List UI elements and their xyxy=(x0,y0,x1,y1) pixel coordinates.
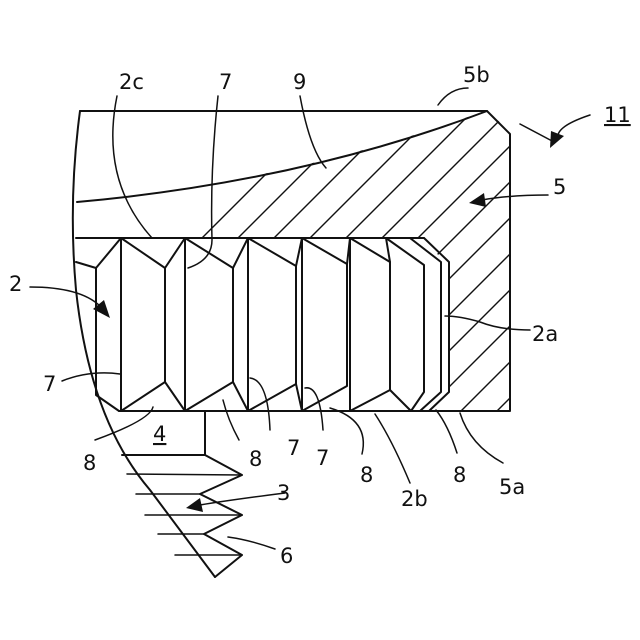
seal-rings xyxy=(76,238,441,411)
label-11: 11 xyxy=(604,103,631,127)
hatch-line xyxy=(124,0,640,640)
hatch-line xyxy=(0,0,440,640)
hatch-line xyxy=(520,0,640,640)
label-2: 2 xyxy=(9,272,22,296)
label-7-mid2: 7 xyxy=(316,446,329,470)
label-6: 6 xyxy=(280,544,293,568)
thread-teeth xyxy=(127,455,242,577)
hatch-line xyxy=(0,0,476,640)
hatch-line xyxy=(0,0,512,640)
label-7-upper: 7 xyxy=(219,70,232,94)
hatch-line xyxy=(592,0,640,640)
hatch-line xyxy=(484,0,640,640)
label-2c: 2c xyxy=(119,70,144,94)
hatch-line xyxy=(484,0,640,640)
hatch-line xyxy=(592,0,640,640)
hatch-line xyxy=(268,0,640,640)
hatch-line xyxy=(448,0,640,640)
hatch-line xyxy=(628,0,640,640)
hatch-line xyxy=(0,0,476,640)
leader-lines xyxy=(62,88,554,549)
label-7-left: 7 xyxy=(43,372,56,396)
bore-curve xyxy=(77,111,487,202)
label-4: 4 xyxy=(153,422,166,446)
label-8-mid2: 8 xyxy=(360,463,373,487)
hatch-line xyxy=(628,0,640,640)
hatch-line xyxy=(0,0,440,640)
label-9: 9 xyxy=(293,70,306,94)
label-8-right: 8 xyxy=(453,463,466,487)
label-5: 5 xyxy=(553,175,566,199)
hatch-line xyxy=(448,0,640,640)
label-5a: 5a xyxy=(499,475,525,499)
hatch-line xyxy=(88,0,640,640)
hatch-line xyxy=(16,0,640,640)
seal-right-end xyxy=(424,238,449,411)
hatch-line xyxy=(88,0,640,640)
hatch-line xyxy=(196,0,640,640)
labels: 2c 7 9 5b 11 5 2 2a 7 4 8 8 7 7 8 8 5a 2… xyxy=(9,63,631,568)
hatch-line xyxy=(376,0,640,640)
hatch-line xyxy=(0,0,620,640)
label-5b: 5b xyxy=(463,63,490,87)
hatch-line xyxy=(268,0,640,640)
hatch-line xyxy=(0,0,620,640)
hatch-line xyxy=(556,0,640,640)
label-7-mid1: 7 xyxy=(287,436,300,460)
label-2a: 2a xyxy=(532,322,558,346)
hatch-line xyxy=(0,0,512,640)
hatch-line xyxy=(556,0,640,640)
arrows xyxy=(30,115,590,512)
label-8-left: 8 xyxy=(83,451,96,475)
hatch-line xyxy=(376,0,640,640)
hatch-line xyxy=(0,0,548,640)
hatch-line xyxy=(520,0,640,640)
label-8-mid1: 8 xyxy=(249,447,262,471)
hatch-line xyxy=(196,0,640,640)
hatch-line xyxy=(0,0,548,640)
label-3: 3 xyxy=(277,481,290,505)
hatch-line xyxy=(124,0,640,640)
hatch-line xyxy=(340,0,640,640)
label-2b: 2b xyxy=(401,487,428,511)
hatch-line xyxy=(340,0,640,640)
hatch-line xyxy=(16,0,640,640)
